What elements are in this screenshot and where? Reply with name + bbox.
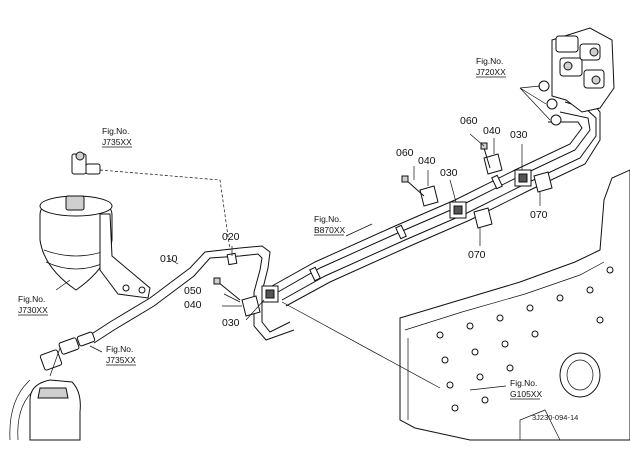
fig-ref-g105: Fig.No. G105XX	[510, 378, 542, 400]
svg-text:Fig.No.: Fig.No.	[106, 344, 133, 354]
tee-fitting-upper	[71, 151, 231, 251]
washer-plates	[241, 153, 553, 317]
label-010: 010	[160, 253, 178, 265]
fig-ref-j730: Fig.No. J730XX	[18, 294, 48, 316]
fig-ref-j735-bottom: Fig.No. J735XX	[106, 344, 136, 366]
svg-text:Fig.No.: Fig.No.	[314, 214, 341, 224]
hose-010	[89, 245, 295, 344]
valve-block	[519, 27, 615, 126]
label-040-middle: 040	[418, 155, 436, 167]
svg-text:Fig.No.: Fig.No.	[102, 126, 129, 136]
hose-clamp-center	[261, 285, 279, 303]
label-060-right: 060	[460, 115, 478, 127]
svg-text:B870XX: B870XX	[314, 225, 346, 235]
label-030-center: 030	[222, 317, 240, 329]
label-030-middle: 030	[440, 167, 458, 179]
fig-ref-j735-top: Fig.No. J735XX	[102, 126, 132, 148]
label-030-right: 030	[510, 129, 528, 141]
svg-text:Fig.No.: Fig.No.	[510, 378, 537, 388]
frame-holes	[436, 266, 614, 412]
svg-text:J735XX: J735XX	[102, 137, 132, 147]
svg-text:G105XX: G105XX	[510, 389, 542, 399]
drawing-code: 3J230-094-14	[532, 413, 578, 422]
fig-ref-j720: Fig.No. J720XX	[476, 56, 506, 78]
label-050: 050	[184, 285, 202, 297]
svg-text:Fig.No.: Fig.No.	[18, 294, 45, 304]
hose-clamp-right	[514, 169, 532, 187]
leader-lines	[55, 133, 541, 391]
svg-text:J720XX: J720XX	[476, 67, 506, 77]
label-020: 020	[222, 231, 240, 243]
label-070-right: 070	[530, 209, 548, 221]
svg-text:J730XX: J730XX	[18, 305, 48, 315]
hose-clamp-middle	[449, 201, 467, 219]
frame-plate	[399, 169, 630, 441]
svg-text:Fig.No.: Fig.No.	[476, 56, 503, 66]
label-060-middle: 060	[396, 147, 414, 159]
label-070-middle: 070	[468, 249, 486, 261]
svg-text:J735XX: J735XX	[106, 355, 136, 365]
accumulator-lower	[9, 379, 81, 441]
label-040-center: 040	[184, 299, 202, 311]
accumulator-upper	[39, 195, 151, 299]
label-040-right: 040	[483, 125, 501, 137]
fitting-lower	[39, 331, 96, 377]
hose-collars	[226, 174, 503, 282]
fig-ref-b870: Fig.No. B870XX	[314, 214, 346, 236]
